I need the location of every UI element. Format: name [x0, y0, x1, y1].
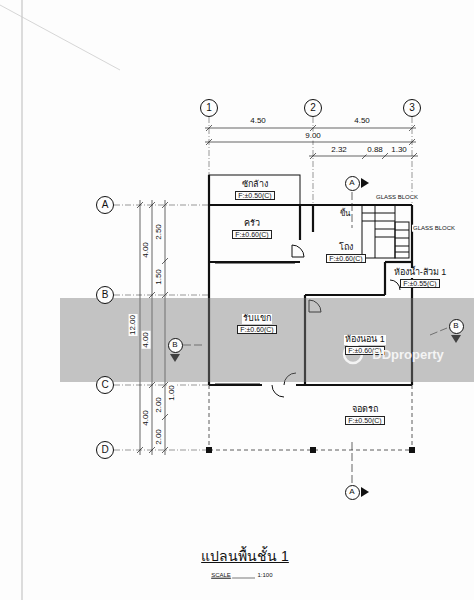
room-name: โถง	[338, 243, 354, 253]
dimension: 4.00	[142, 331, 151, 349]
room-name: B	[453, 322, 458, 330]
dimension: 4.00	[142, 241, 151, 259]
room-name: B	[102, 290, 109, 300]
room-label: ห้องน้ำ-ส้วม 1F:±0.55(C)	[389, 263, 451, 293]
grid-bubble: 2	[304, 99, 322, 117]
room-name: ครัว	[243, 219, 261, 229]
room-name: จอดรถ	[351, 405, 379, 415]
room-name: A	[102, 200, 109, 210]
section-marker: A	[345, 176, 360, 191]
dimension: 2.50	[155, 223, 164, 241]
floor-level: F:±0.60(C)	[326, 254, 365, 264]
scale-note: 1:100	[256, 572, 273, 579]
dimension: 2.00	[155, 428, 164, 446]
floor-level: F:±0.50(C)	[235, 191, 274, 201]
dimension: 4.50	[353, 117, 371, 126]
dimension: 1.30	[390, 146, 408, 155]
floor-level: F:±0.60(C)	[237, 325, 276, 335]
room-name: D	[101, 445, 108, 455]
scale-note: SCALE	[210, 572, 232, 579]
floor-level: F:±0.60(C)	[232, 230, 271, 240]
room-name: 1	[206, 103, 212, 113]
dimension: 1.00	[168, 384, 177, 402]
room-name: A	[349, 179, 354, 187]
grid-bubble: C	[96, 376, 114, 394]
section-marker: B	[168, 338, 183, 353]
room-label: โถงF:±0.60(C)	[316, 238, 376, 268]
dimension: 4.00	[142, 409, 151, 427]
dimension: 0.88	[366, 146, 384, 155]
room-name: 2	[310, 103, 316, 113]
room-name: C	[101, 380, 108, 390]
floor-level: F:±0.50(C)	[345, 416, 384, 426]
room-name: 3	[409, 103, 415, 113]
room-label: จอดรถF:±0.50(C)	[322, 398, 408, 432]
room-label: ครัวF:±0.60(C)	[212, 210, 292, 248]
stair-note: ขึ้น	[339, 210, 351, 219]
dimension: 2.32	[330, 146, 348, 155]
section-marker: B	[449, 319, 464, 334]
dimension: 9.00	[304, 132, 322, 141]
room-name: A	[349, 488, 354, 496]
watermark: DDproperty	[371, 348, 445, 362]
room-label: รับแขกF:±0.60(C)	[212, 306, 302, 342]
drawing-title: แปลนพื้นชั้น 1	[201, 545, 289, 567]
room-name: รับแขก	[242, 314, 272, 324]
room-name: ห้องน้ำ-ส้วม 1	[393, 268, 448, 278]
room-name: B	[172, 341, 177, 349]
grid-bubble: B	[96, 286, 114, 304]
room-label: ซักล้างF:±0.50(C)	[214, 176, 296, 204]
grid-bubble: 3	[403, 99, 421, 117]
dimension: 1.50	[155, 268, 164, 286]
material-note: GLASS BLOCK	[375, 194, 419, 201]
floor-level: F:±0.55(C)	[400, 279, 439, 289]
grid-bubble: D	[96, 441, 114, 459]
material-note: GLASS BLOCK	[412, 225, 456, 232]
grid-bubble: A	[96, 196, 114, 214]
section-marker: A	[345, 485, 360, 500]
room-name: ห้องนอน 1	[344, 335, 386, 345]
dimension: 2.00	[155, 396, 164, 414]
dimension: 12.00	[129, 314, 138, 336]
dimension: 4.50	[249, 117, 267, 126]
room-name: ซักล้าง	[241, 180, 269, 190]
grid-bubble: 1	[200, 99, 218, 117]
